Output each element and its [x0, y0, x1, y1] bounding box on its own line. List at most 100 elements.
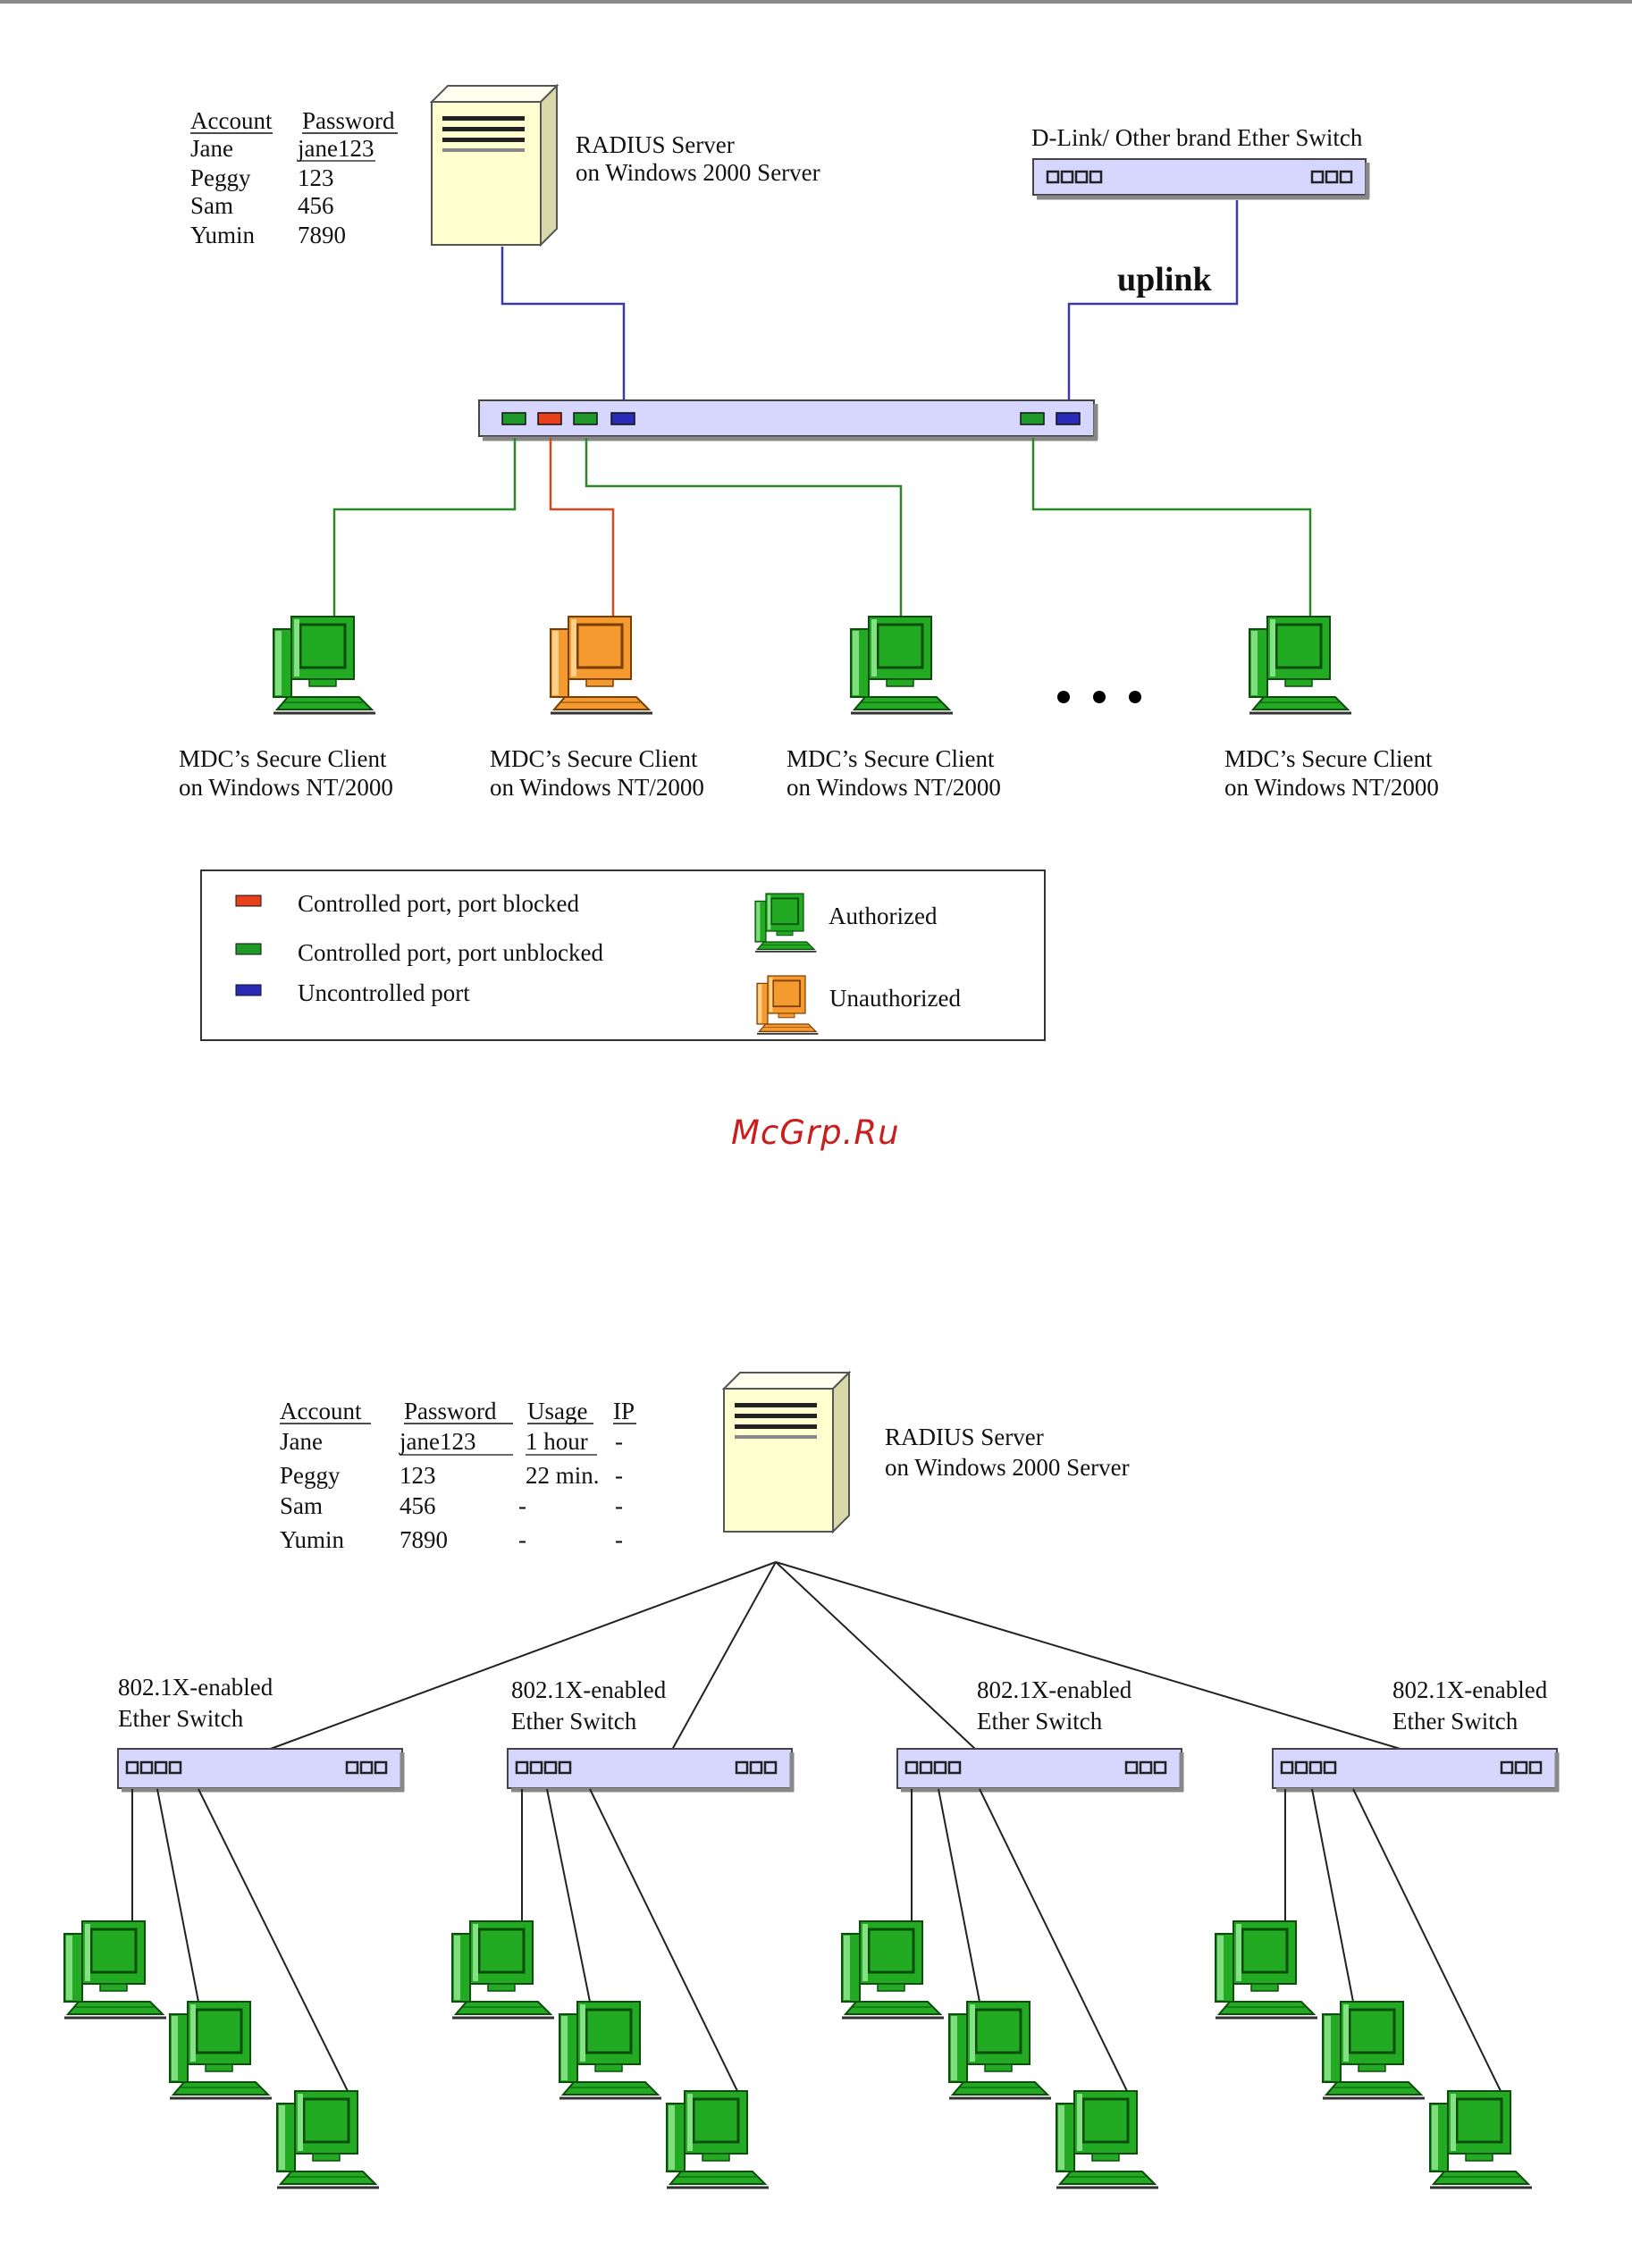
authorized-pc-icon — [558, 2000, 663, 2100]
legend-blocked: Controlled port, port blocked — [298, 890, 579, 917]
account-cell: Sam — [280, 1492, 323, 1519]
uplink-label: uplink — [1117, 261, 1213, 298]
8021x-switch — [897, 1749, 1183, 1792]
account-table-2: Account Password Usage IP Jane jane123 1… — [280, 1398, 636, 1553]
switch-sublabel: Ether Switch — [1392, 1708, 1518, 1735]
ip-cell: - — [615, 1462, 623, 1489]
radius-server-label: RADIUS Server — [885, 1424, 1044, 1450]
authorized-pc-icon — [1248, 615, 1353, 715]
diagram-1: Account Password Jane jane123 Peggy 123 … — [179, 85, 1439, 1041]
radius-server-label: RADIUS Server — [576, 131, 735, 158]
client-link — [1031, 438, 1312, 617]
client-label: MDC’s Secure Client — [179, 745, 387, 772]
authorized-pc-icon — [849, 615, 955, 715]
usage-cell: - — [518, 1526, 526, 1553]
other-switch-label: D-Link/ Other brand Ether Switch — [1031, 124, 1363, 151]
legend-unauthorized: Unauthorized — [829, 985, 961, 1012]
authorized-pc-icon — [450, 1919, 556, 2020]
legend-unblocked: Controlled port, port unblocked — [298, 939, 603, 966]
authorized-pc-icon — [840, 1919, 946, 2020]
authorized-pc-icon — [275, 2089, 381, 2189]
legend-uncontrolled: Uncontrolled port — [298, 979, 470, 1006]
ellipsis-dot — [1129, 691, 1141, 703]
client-link-blocked — [549, 438, 615, 617]
password-cell: 456 — [298, 192, 334, 219]
account-header: Account — [190, 107, 273, 134]
radius-server-sublabel: on Windows 2000 Server — [885, 1454, 1130, 1481]
radius-server-icon — [723, 1372, 850, 1533]
password-header: Password — [404, 1398, 497, 1424]
switch-label: 802.1X-enabled — [118, 1674, 273, 1701]
switch-4-pcs — [1214, 1919, 1534, 2189]
legend-swatch-blocked — [235, 895, 262, 907]
switch-sublabel: Ether Switch — [118, 1705, 244, 1732]
switch-1-pcs — [63, 1919, 381, 2189]
port-unblocked — [573, 412, 598, 425]
client-sublabel: on Windows NT/2000 — [490, 774, 704, 801]
password-cell: 7890 — [298, 222, 346, 248]
main-8021x-switch — [478, 399, 1098, 441]
legend-swatch-uncontrolled — [235, 984, 262, 996]
switch-2-pcs — [450, 1919, 770, 2189]
client-sublabel: on Windows NT/2000 — [179, 774, 393, 801]
switch-pc-links — [131, 1788, 1502, 2094]
switch-3-pcs — [840, 1919, 1160, 2189]
account-cell: Yumin — [190, 222, 256, 248]
client-sublabel: on Windows NT/2000 — [787, 774, 1001, 801]
account-cell: Jane — [190, 135, 233, 162]
8021x-switch — [118, 1749, 404, 1792]
password-cell: jane123 — [297, 135, 374, 162]
server-link — [501, 247, 626, 418]
authorized-pc-icon — [168, 2000, 273, 2100]
ellipsis-dot — [1057, 691, 1070, 703]
usage-cell: - — [518, 1492, 526, 1519]
password-cell: 123 — [298, 164, 334, 191]
legend-swatch-unblocked — [235, 943, 262, 955]
account-cell: Jane — [280, 1428, 323, 1455]
port-blocked — [537, 412, 562, 425]
password-cell: 7890 — [400, 1526, 448, 1553]
switch-label: 802.1X-enabled — [977, 1676, 1132, 1703]
ip-cell: - — [615, 1492, 623, 1519]
8021x-switch — [1273, 1749, 1559, 1792]
account-table-1: Account Password Jane jane123 Peggy 123 … — [190, 107, 398, 248]
client-sublabel: on Windows NT/2000 — [1224, 774, 1439, 801]
password-cell: jane123 — [399, 1428, 475, 1455]
password-header: Password — [302, 107, 395, 134]
authorized-pc-icon — [272, 615, 377, 715]
account-header: Account — [280, 1398, 362, 1424]
server-switch-links — [267, 1561, 1404, 1751]
client-label: MDC’s Secure Client — [787, 745, 995, 772]
switch-sublabel: Ether Switch — [977, 1708, 1103, 1735]
8021x-switch — [508, 1749, 794, 1792]
authorized-pc-icon — [1321, 2000, 1426, 2100]
ip-cell: - — [615, 1526, 623, 1553]
uplink-link — [1067, 200, 1239, 418]
usage-cell: 22 min. — [526, 1462, 600, 1489]
unauthorized-pc-icon — [549, 615, 654, 715]
client-link — [585, 438, 903, 617]
ip-header: IP — [613, 1398, 635, 1424]
port-unblocked — [501, 412, 526, 425]
authorized-pc-icon — [1055, 2089, 1160, 2189]
account-cell: Peggy — [190, 164, 251, 191]
switch-sublabel: Ether Switch — [511, 1708, 637, 1735]
ip-cell: - — [615, 1428, 623, 1455]
account-cell: Peggy — [280, 1462, 341, 1489]
password-cell: 123 — [400, 1462, 436, 1489]
account-cell: Sam — [190, 192, 233, 219]
account-cell: Yumin — [280, 1526, 345, 1553]
diagram-2: Account Password Usage IP Jane jane123 1… — [63, 1372, 1559, 2189]
watermark: McGrp.Ru — [731, 1113, 900, 1152]
switch-label: 802.1X-enabled — [1392, 1676, 1548, 1703]
authorized-pc-icon — [1428, 2089, 1534, 2189]
authorized-pc-icon — [665, 2089, 770, 2189]
port-uncontrolled — [1056, 412, 1081, 425]
radius-server-icon — [431, 85, 558, 246]
client-label: MDC’s Secure Client — [490, 745, 698, 772]
authorized-pc-icon — [947, 2000, 1053, 2100]
port-unblocked — [1020, 412, 1045, 425]
top-border — [0, 0, 1632, 4]
client-label: MDC’s Secure Client — [1224, 745, 1433, 772]
